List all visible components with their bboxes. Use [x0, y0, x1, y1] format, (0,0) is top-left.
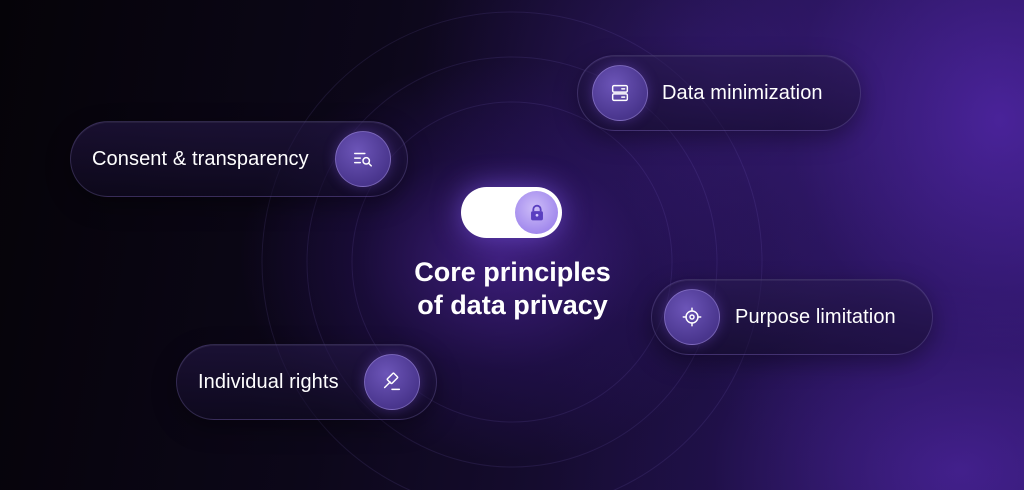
gavel-icon — [364, 354, 420, 410]
principle-data-minimization: Data minimization — [577, 55, 861, 131]
target-icon — [664, 289, 720, 345]
privacy-toggle[interactable] — [461, 187, 562, 238]
search-list-icon — [335, 131, 391, 187]
principle-label: Individual rights — [198, 370, 339, 393]
principle-purpose-limitation: Purpose limitation — [651, 279, 933, 355]
diagram-title: Core principles of data privacy — [380, 256, 645, 322]
principle-label: Purpose limitation — [735, 305, 896, 328]
title-line-2: of data privacy — [417, 290, 608, 320]
principle-label: Data minimization — [662, 81, 823, 104]
lock-icon — [515, 191, 558, 234]
principle-consent-transparency: Consent & transparency — [70, 121, 408, 197]
title-line-1: Core principles — [414, 257, 611, 287]
server-icon — [592, 65, 648, 121]
principle-individual-rights: Individual rights — [176, 344, 437, 420]
principle-label: Consent & transparency — [92, 147, 309, 170]
